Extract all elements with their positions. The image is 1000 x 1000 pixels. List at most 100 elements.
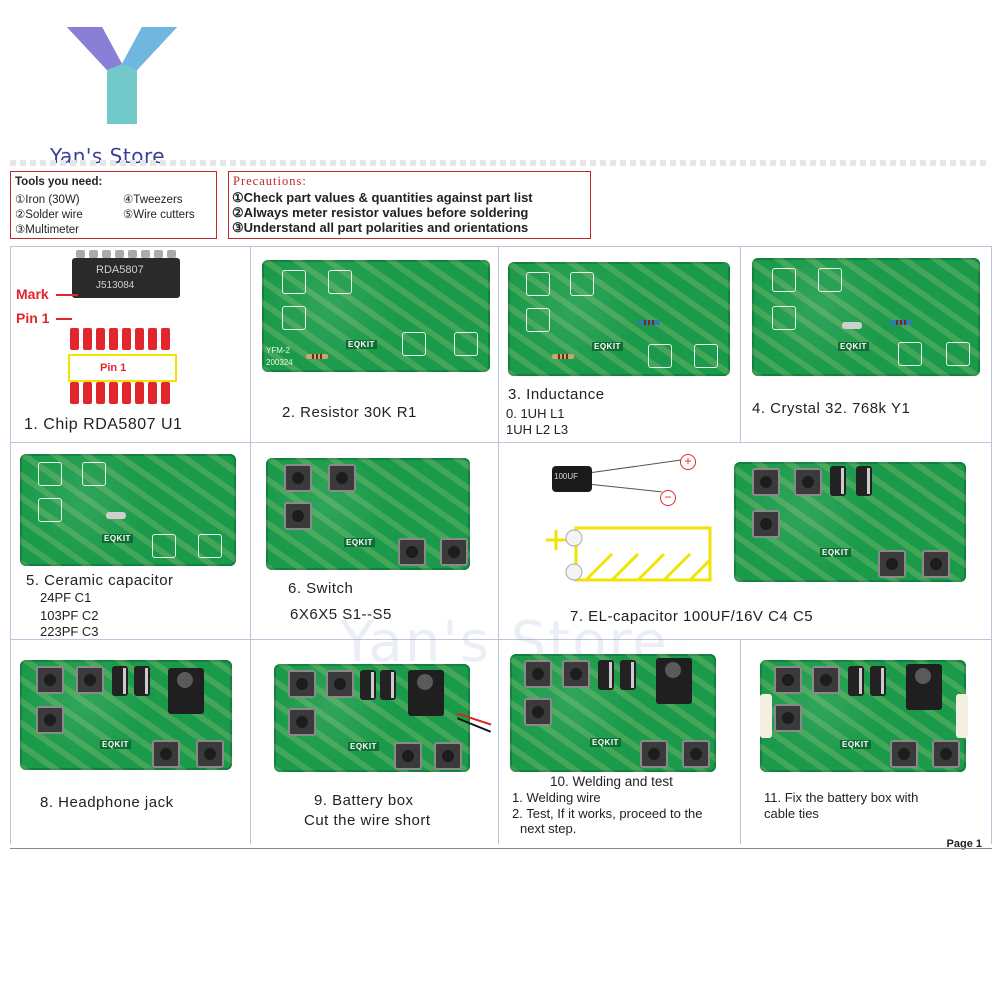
grid-line xyxy=(498,246,499,844)
header-divider xyxy=(10,160,990,166)
step-10-detail: 2. Test, If it works, proceed to the xyxy=(512,806,703,821)
chip-marking: J513084 xyxy=(96,280,135,291)
precaution-item: ③Understand all part polarities and orie… xyxy=(232,220,529,235)
footprint-bottom-pads xyxy=(70,382,170,404)
tool-item: ④Tweezers xyxy=(123,194,183,206)
switch-pad xyxy=(526,308,550,332)
resistor xyxy=(552,354,574,359)
pin1-arrow xyxy=(56,318,72,320)
tactile-switch xyxy=(196,740,224,768)
switch-pad xyxy=(946,342,970,366)
headphone-jack xyxy=(906,664,942,710)
step-5-detail: 223PF C3 xyxy=(40,624,99,639)
tactile-switch xyxy=(524,660,552,688)
crystal xyxy=(106,512,126,519)
step-4-label: 4. Crystal 32. 768k Y1 xyxy=(752,400,911,417)
pcb-board: EQKIT xyxy=(510,654,716,772)
tool-item: ⑤Wire cutters xyxy=(123,209,195,221)
grid-line xyxy=(10,246,11,844)
pin1-label: Pin 1 xyxy=(16,310,50,326)
switch-pad xyxy=(772,268,796,292)
footprint-top-pads xyxy=(70,328,170,350)
pcb-board: EQKIT xyxy=(20,454,236,566)
switch-pad xyxy=(38,462,62,486)
pcb-board: EQKIT xyxy=(752,258,980,376)
board-model: YFM-2 xyxy=(266,346,290,355)
tactile-switch xyxy=(878,550,906,578)
tool-item: ②Solder wire xyxy=(15,209,83,221)
logo-y-icon xyxy=(67,27,177,124)
step-3-detail: 1UH L2 L3 xyxy=(506,422,569,437)
pcb-board: EQKIT xyxy=(760,660,966,772)
precautions-heading: Precautions: xyxy=(233,174,307,188)
step-11-detail: cable ties xyxy=(764,806,819,821)
mark-arrow xyxy=(56,294,78,296)
switch-pad xyxy=(570,272,594,296)
switch-pad xyxy=(152,534,176,558)
grid-line xyxy=(991,246,992,844)
step-9-label: 9. Battery box xyxy=(314,792,414,809)
tactile-switch xyxy=(562,660,590,688)
capacitor-marking: 100UF xyxy=(554,472,579,481)
electrolytic-capacitor xyxy=(134,666,150,696)
pcb-board: EQKIT YFM-2 200324 xyxy=(262,260,490,372)
electrolytic-capacitor xyxy=(870,666,886,696)
pcb-board: EQKIT xyxy=(734,462,966,582)
electrolytic-capacitor: 100UF xyxy=(552,466,592,492)
electrolytic-capacitor xyxy=(830,466,846,496)
precaution-item: ①Check part values & quantities against … xyxy=(232,190,533,205)
tactile-switch xyxy=(394,742,422,770)
tactile-switch xyxy=(284,464,312,492)
switch-pad xyxy=(282,270,306,294)
tactile-switch xyxy=(752,468,780,496)
electrolytic-capacitor xyxy=(848,666,864,696)
headphone-jack xyxy=(656,658,692,704)
grid-line xyxy=(10,639,992,640)
step-2-label: 2. Resistor 30K R1 xyxy=(282,404,417,421)
step-6-detail: 6X6X5 S1--S5 xyxy=(290,606,392,623)
grid-line xyxy=(250,246,251,844)
pcb-board: EQKIT xyxy=(274,664,470,772)
tactile-switch xyxy=(932,740,960,768)
grid-line xyxy=(10,246,992,247)
tactile-switch xyxy=(524,698,552,726)
tactile-switch xyxy=(328,464,356,492)
footprint-outline xyxy=(68,354,177,382)
pin1-footprint-label: Pin 1 xyxy=(100,362,127,374)
tactile-switch xyxy=(398,538,426,566)
tactile-switch xyxy=(288,670,316,698)
grid-line xyxy=(740,639,741,844)
switch-pad xyxy=(694,344,718,368)
switch-pad xyxy=(198,534,222,558)
tactile-switch xyxy=(922,550,950,578)
board-brand: EQKIT xyxy=(592,342,623,351)
precaution-item: ②Always meter resistor values before sol… xyxy=(232,205,529,220)
step-9-detail: Cut the wire short xyxy=(304,812,431,829)
step-7-label: 7. EL-capacitor 100UF/16V C4 C5 xyxy=(570,608,814,625)
switch-pad xyxy=(898,342,922,366)
switch-pad xyxy=(328,270,352,294)
step-10-label: 10. Welding and test xyxy=(550,774,673,789)
step-5-detail: 24PF C1 xyxy=(40,590,92,605)
board-brand: EQKIT xyxy=(840,740,871,749)
step-3-detail: 0. 1UH L1 xyxy=(506,406,565,421)
electrolytic-capacitor xyxy=(380,670,396,700)
tool-item: ①Iron (30W) xyxy=(15,194,80,206)
board-brand: EQKIT xyxy=(590,738,621,747)
step-10-detail: 1. Welding wire xyxy=(512,790,601,805)
tactile-switch xyxy=(36,706,64,734)
rda5807-chip: RDA5807 J513084 xyxy=(72,258,180,298)
footer-rule xyxy=(10,848,992,849)
inductor xyxy=(890,320,912,325)
board-brand: EQKIT xyxy=(102,534,133,543)
minus-icon: − xyxy=(660,490,676,506)
mark-label: Mark xyxy=(16,286,49,302)
pcb-board: EQKIT xyxy=(266,458,470,570)
board-brand: EQKIT xyxy=(820,548,851,557)
board-date: 200324 xyxy=(266,358,293,367)
page-number: Page 1 xyxy=(946,838,982,850)
switch-pad xyxy=(402,332,426,356)
step-5-detail: 103PF C2 xyxy=(40,608,99,623)
precautions-box: Precautions: ①Check part values & quanti… xyxy=(228,171,591,239)
tactile-switch xyxy=(812,666,840,694)
